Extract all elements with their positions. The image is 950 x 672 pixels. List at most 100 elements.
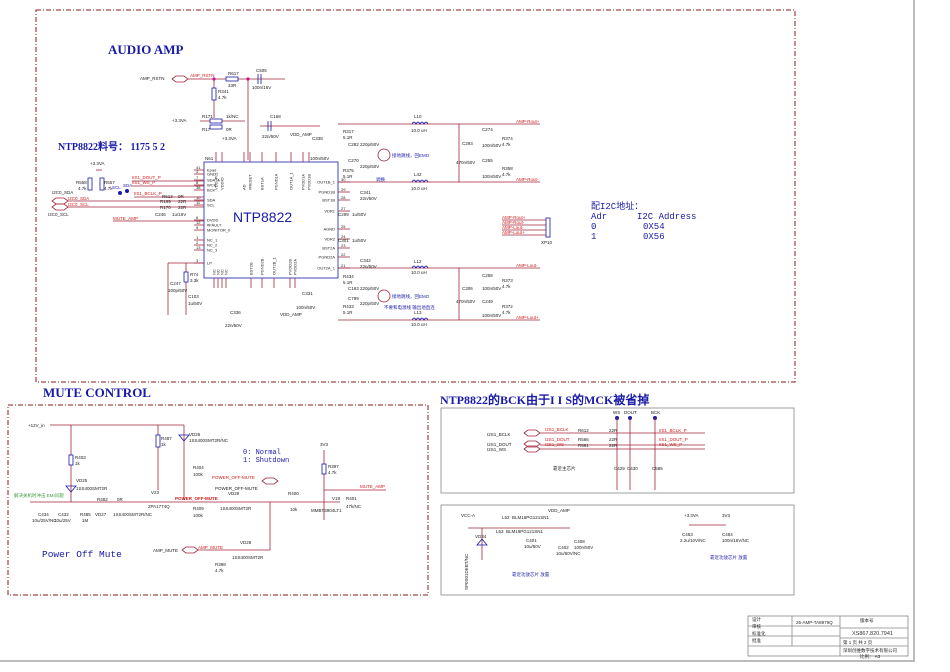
c432-ref: C432 <box>58 512 69 517</box>
c483-val: 2.2u/10V/NC <box>680 538 707 543</box>
chip-pin-name: MONITOR_0 <box>207 228 231 233</box>
c799-val: 220p/50V <box>360 301 379 306</box>
amp-rstn-port[interactable] <box>171 75 189 83</box>
c274-val: 100n/50V <box>482 143 501 148</box>
c484-val: 100n/16V/NC <box>722 538 750 543</box>
chip-pin-name: DVDD <box>207 218 218 223</box>
near-main-chip-note: 靠近主芯片 <box>553 465 576 472</box>
tb-sheet: 第 1 页 共 2 页 <box>843 639 873 646</box>
power-off-mute-port[interactable] <box>261 477 279 485</box>
v33va-label-3: +3.3VA <box>90 161 105 166</box>
tp-dout-label: DOUT <box>624 410 637 415</box>
chip-pin-name: NC <box>216 269 221 275</box>
amp-rout-p: AMP-Rout+ <box>516 119 540 124</box>
audio-amp-title: AUDIO AMP <box>108 42 184 57</box>
c434-ref: C434 <box>38 512 49 517</box>
mute-legend-shutdown: 1: Shutdown <box>243 457 289 465</box>
vdd-amp-label-3: VDD_AMP <box>548 508 570 513</box>
vd26-ref: VD26 <box>189 432 201 437</box>
v33va-label-2: +3.3VA <box>222 136 237 141</box>
chip-pin-name: VDR1 <box>324 209 335 214</box>
chip-pin-name: VDR2 <box>324 237 335 242</box>
c299-ref: C299 <box>338 212 349 217</box>
c258-ref: C258 <box>482 273 493 278</box>
emi-note-l2: 不要和电源线 输出地直连 <box>384 304 435 311</box>
chip-pin-name: LP <box>207 261 212 266</box>
xp10-ref: XP10 <box>541 240 553 245</box>
chip-pin-name: GND <box>207 172 216 177</box>
chip-pin-name: OUT1A_1 <box>289 171 294 190</box>
ntp-part-note: NTP8822料号： 1175 5 2 <box>58 140 165 153</box>
r17-val: 0R <box>226 127 233 132</box>
chip-pin-number: 21 <box>341 263 346 268</box>
c338-ref: C338 <box>312 136 323 141</box>
chip-pin-name: SDATA <box>207 178 220 183</box>
l42-val: 10.0 uH <box>411 186 427 191</box>
chip-name: NTP8822 <box>233 209 292 225</box>
c255-ref: C255 <box>482 158 493 163</box>
r409-ref: R409 <box>193 506 204 511</box>
r375-val: 5.1R <box>343 174 353 179</box>
c282-ref: C282 <box>348 142 359 147</box>
mute-circuit: +12V_in R403 1k VD25 1SS400SMT2R 解决关机时冲击… <box>14 423 386 573</box>
emi-note-l: 接地跳线，回EMO <box>392 293 430 300</box>
r434-ref: R434 <box>343 274 354 279</box>
r171-val: 1k/NC <box>226 114 239 119</box>
chip-pin-number: 11 <box>196 200 201 205</box>
chip-pin-name: WCK <box>207 183 217 188</box>
r404-val: 100k <box>193 472 204 477</box>
chip-pin-name: PVDD2A <box>293 259 298 275</box>
c246-val: 1u/16V <box>172 212 186 217</box>
c484-ref: C484 <box>722 532 733 537</box>
amp-mute-port-label: AMP_MUTE <box>153 548 178 553</box>
i2s1-bclk-port[interactable] <box>523 429 541 437</box>
chip-pin-name: PVDD2B <box>288 259 293 275</box>
c408-ref: C408 <box>574 539 585 544</box>
tb-row-design: 设计 <box>752 616 761 623</box>
chip-pin-name: PGND1A <box>274 173 279 190</box>
power-off-mute-port-label: POWER_OFF-MUTE <box>215 486 258 491</box>
r558-val: 4.7k <box>78 186 87 191</box>
r561-ref: R561 <box>578 443 589 448</box>
i2c0-scl-port[interactable] <box>51 203 69 211</box>
chip-pin-name: BST1B <box>322 198 335 203</box>
c293-val: 470n/50V <box>456 160 475 165</box>
r409-val: 100k <box>193 513 204 518</box>
l53-val: BLM18PG121SN1 <box>506 529 544 534</box>
r482-val: 0R <box>117 497 124 502</box>
chip-pin-name: PGND2B <box>260 258 265 275</box>
iis1-bclk-p: IIS1_BCLK_P <box>134 191 162 196</box>
chip-pin-name: Epad <box>207 168 216 173</box>
chip-ref: N61 <box>205 156 214 161</box>
c434-val: 10u/25V/NC <box>32 518 57 523</box>
c585-ref: C585 <box>652 466 663 471</box>
chip-pin-number: 24 <box>341 234 346 239</box>
vd27-ref: VD27 <box>95 512 107 517</box>
vd34-ref: VD34 <box>475 534 487 539</box>
c483-ref: C483 <box>682 532 693 537</box>
scl-testpoint <box>125 189 129 193</box>
mute-control-frame <box>7 404 429 596</box>
r487-val: 1k <box>161 442 167 447</box>
chip-pin-number: 30 <box>341 177 346 182</box>
i2s1-dout-net: I2S1_DOUT <box>545 437 570 442</box>
i2c0-sda-port[interactable] <box>51 197 69 205</box>
c799-ref: C799 <box>348 296 359 301</box>
i2c-table-title: 配I2C地址： <box>591 200 643 212</box>
v19-val: MMBT3904LT1 <box>311 508 342 513</box>
v3v3-label-mute: 3V3 <box>320 442 329 447</box>
r171-ref: R171 <box>202 114 213 119</box>
chip-pin-name: BST2A <box>322 246 335 251</box>
left-output-filter: L12 10.0 uH L13 10.0 uH C342 22n/50V R43… <box>338 258 540 327</box>
c505-ref: C505 <box>256 68 267 73</box>
c282-val: 220p/50V <box>360 142 379 147</box>
amp-mute-port[interactable] <box>181 546 199 554</box>
l53-ref: L53 <box>496 529 504 534</box>
i2s1-dout-port[interactable] <box>523 440 541 448</box>
power-off-mute-label: Power Off Mute <box>42 549 122 560</box>
chip-pin-name: PGND2A <box>319 255 336 260</box>
vd25-ref: VD25 <box>76 478 88 483</box>
